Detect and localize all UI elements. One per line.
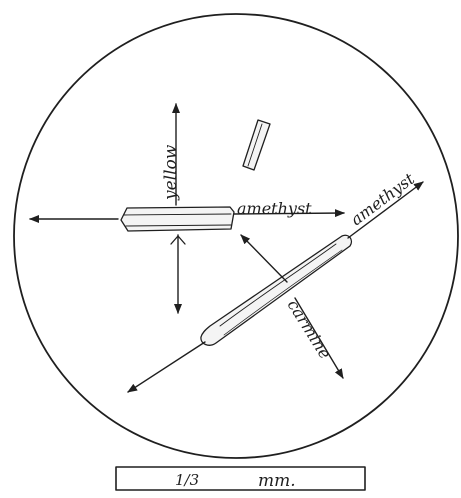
arrow-diagonal-lower-left bbox=[128, 342, 205, 392]
label-amethyst-small-crystal: amethyst bbox=[237, 199, 312, 218]
scale-bar: 1/3 mm. bbox=[116, 467, 365, 491]
scale-bar-fraction: 1/3 bbox=[175, 471, 199, 489]
label-amethyst-large-crystal: amethyst bbox=[347, 169, 418, 229]
horizontal-crystal bbox=[121, 207, 234, 231]
label-yellow: yellow bbox=[161, 144, 181, 201]
scale-bar-unit: mm. bbox=[258, 471, 296, 491]
microscope-field-circle bbox=[14, 14, 458, 458]
label-carmine: carmine bbox=[284, 296, 335, 362]
arrow-perpendicular-upper-left bbox=[241, 235, 287, 282]
diagonal-crystal bbox=[201, 235, 351, 345]
small-isolated-crystal bbox=[243, 120, 270, 170]
